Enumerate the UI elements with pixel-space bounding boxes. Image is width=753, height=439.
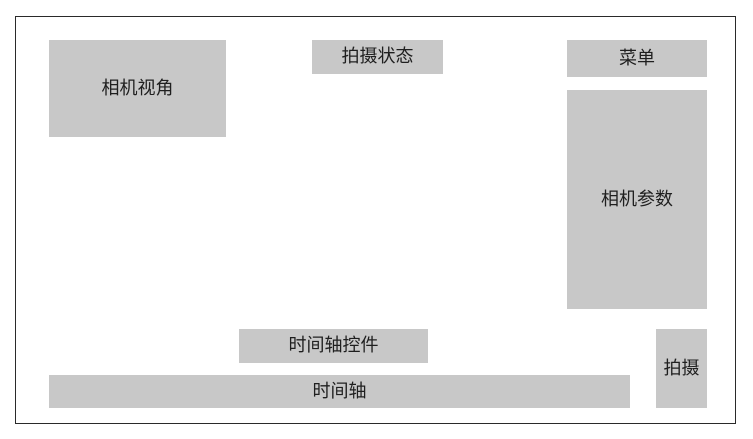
timeline-controls[interactable]: 时间轴控件 <box>239 329 428 363</box>
camera-params-label: 相机参数 <box>601 188 673 210</box>
shoot-button[interactable]: 拍摄 <box>656 329 707 408</box>
timeline-label: 时间轴 <box>312 380 367 402</box>
camera-params-panel[interactable]: 相机参数 <box>567 90 707 309</box>
timeline-controls-label: 时间轴控件 <box>288 335 379 356</box>
camera-view-panel[interactable]: 相机视角 <box>49 40 226 137</box>
capture-state-label: 拍摄状态 <box>341 46 414 67</box>
shoot-label: 拍摄 <box>663 357 700 379</box>
capture-state-bar: 拍摄状态 <box>312 40 443 74</box>
menu-button[interactable]: 菜单 <box>567 40 707 77</box>
timeline-track[interactable]: 时间轴 <box>49 375 630 408</box>
menu-label: 菜单 <box>619 47 655 69</box>
camera-view-label: 相机视角 <box>101 77 174 99</box>
